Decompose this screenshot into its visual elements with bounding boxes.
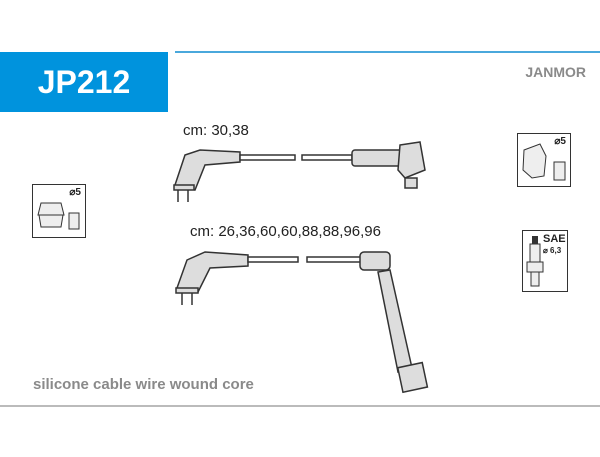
cable-2 [175, 251, 429, 394]
ignition-coil-icon: ⌀5 [517, 133, 571, 187]
distributor-diameter: ⌀5 [69, 187, 81, 198]
cable-2-lengths: cm: 26,36,60,60,88,88,96,96 [190, 223, 381, 240]
footer-divider [0, 405, 600, 407]
distributor-cap-icon: ⌀5 [32, 184, 86, 238]
product-code: JP212 [0, 52, 168, 112]
spark-plug-diameter: ⌀ 6,3 [543, 246, 562, 255]
cable-1 [173, 141, 426, 202]
coil-diameter: ⌀5 [554, 136, 566, 147]
cable-description: silicone cable wire wound core [33, 376, 254, 393]
header-divider [175, 51, 600, 53]
cable-1-lengths: cm: 30,38 [183, 122, 249, 139]
brand-name: JANMOR [525, 64, 586, 80]
spark-plug-standard: SAE [543, 233, 566, 245]
spark-plug-icon: SAE ⌀ 6,3 [522, 230, 568, 292]
